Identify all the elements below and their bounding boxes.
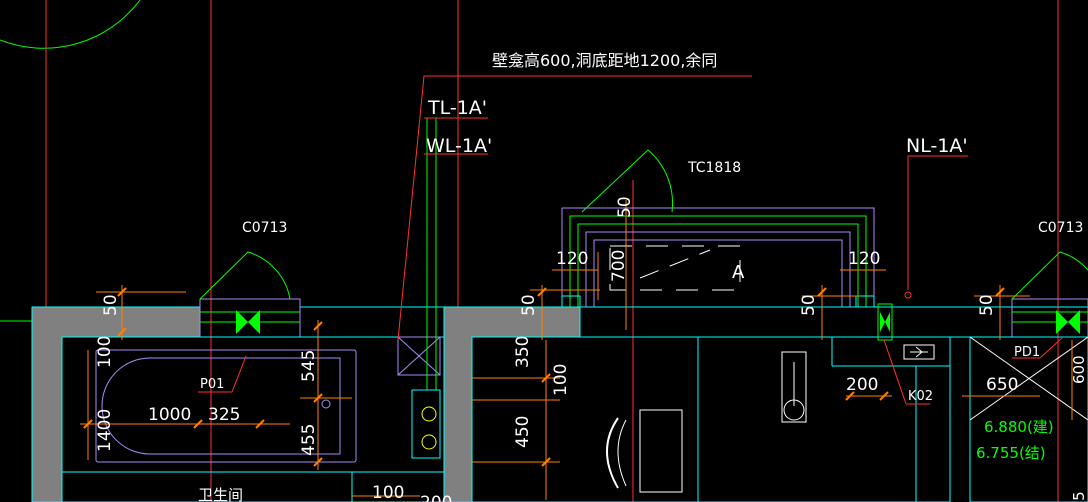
bay-window-hidden <box>609 245 741 291</box>
window-opening-arc <box>199 251 291 300</box>
stair-box <box>903 344 935 360</box>
room-label: 卫生间 <box>198 486 243 502</box>
window-hinge-icon <box>236 310 260 334</box>
bay-window-inner <box>593 239 843 307</box>
bay-window-sill <box>561 295 581 308</box>
dim-text: 100 <box>551 364 571 396</box>
window-hinge-icon <box>1056 310 1080 334</box>
dimension-ticks <box>83 287 1005 467</box>
fixture-label-pd1: PD1 <box>1014 345 1040 360</box>
dim-text: 650 <box>986 375 1018 395</box>
dim-text: 120 <box>848 249 880 269</box>
window-label-tc1818: TC1818 <box>687 160 741 176</box>
dim-text: 100 <box>95 336 115 368</box>
bathtub-area <box>61 336 445 502</box>
dim-text: 600 <box>1070 355 1088 384</box>
pipe-shaft <box>397 336 441 376</box>
toilet-tank <box>781 351 807 423</box>
k02-leader <box>883 339 907 405</box>
pd1-leader <box>1012 337 1063 359</box>
wall-middle <box>443 306 581 502</box>
dim-text: 50 <box>615 196 635 218</box>
bay-window-hidden <box>639 249 711 279</box>
pipe-box <box>411 389 441 459</box>
nl-leader <box>907 155 968 290</box>
chair-icon <box>617 419 627 487</box>
bay-window-inner <box>577 223 859 307</box>
fixture-label-p01: P01 <box>200 377 224 392</box>
pipe-icon <box>421 406 437 422</box>
pipe-label-wl: WL-1A' <box>426 135 492 157</box>
note-leader <box>397 75 752 341</box>
drain-icon <box>321 399 331 409</box>
level-label-struct: 6.755(结) <box>976 444 1046 462</box>
axis-mark-a: A <box>732 262 745 283</box>
bathtub-inner <box>101 357 341 455</box>
column-marker <box>904 291 912 299</box>
pipe-label-tl: TL-1A' <box>427 97 487 119</box>
dim-text: 975 <box>1070 491 1088 502</box>
dim-text: 100 <box>372 483 404 502</box>
pipe-label-nl: NL-1A' <box>906 135 968 157</box>
dim-text: 545 <box>299 350 319 382</box>
chair-icon <box>639 409 683 493</box>
dim-text: 350 <box>513 336 533 368</box>
p01-leader <box>231 355 247 393</box>
bay-window-sill <box>855 295 875 308</box>
dim-text: 120 <box>556 249 588 269</box>
bay-window-outline <box>561 207 875 307</box>
dim-text: 1400 <box>95 409 115 452</box>
chair-icon <box>606 417 619 489</box>
dim-text: 50 <box>799 294 819 316</box>
door-k02 <box>877 303 893 341</box>
dim-text: 1000 <box>148 405 191 425</box>
dim-text: 50 <box>977 294 997 316</box>
pipe-shaft-x <box>397 336 441 376</box>
dim-text: 325 <box>208 405 240 425</box>
window-left <box>199 298 301 338</box>
bay-window-inner <box>569 215 867 307</box>
window-label-c0713-left: C0713 <box>242 220 287 236</box>
door-hinge-icon <box>880 312 890 332</box>
bathtub <box>95 349 357 463</box>
door-label-k02: K02 <box>908 389 933 404</box>
background-arc <box>0 0 141 49</box>
right-room <box>471 336 951 502</box>
pipe-icon <box>421 434 437 450</box>
dim-text: 50 <box>101 294 121 316</box>
bay-window-arc <box>581 149 674 213</box>
dim-text: 200 <box>420 493 452 502</box>
level-label-arch: 6.880(建) <box>984 418 1054 436</box>
dim-text: 200 <box>846 375 878 395</box>
dim-text: 50 <box>519 294 539 316</box>
dim-text: 450 <box>513 416 533 448</box>
window-label-c0713-right: C0713 <box>1038 220 1083 236</box>
dimension-lines <box>80 200 1073 500</box>
partition-line <box>969 336 1088 421</box>
window-opening-arc <box>1011 251 1088 300</box>
dim-text: 455 <box>299 424 319 456</box>
dim-text: 700 <box>609 250 629 282</box>
wall-niche-note: 壁龛高600,洞底距地1200,余同 <box>492 51 717 70</box>
stair-arrow-icon <box>910 346 928 358</box>
